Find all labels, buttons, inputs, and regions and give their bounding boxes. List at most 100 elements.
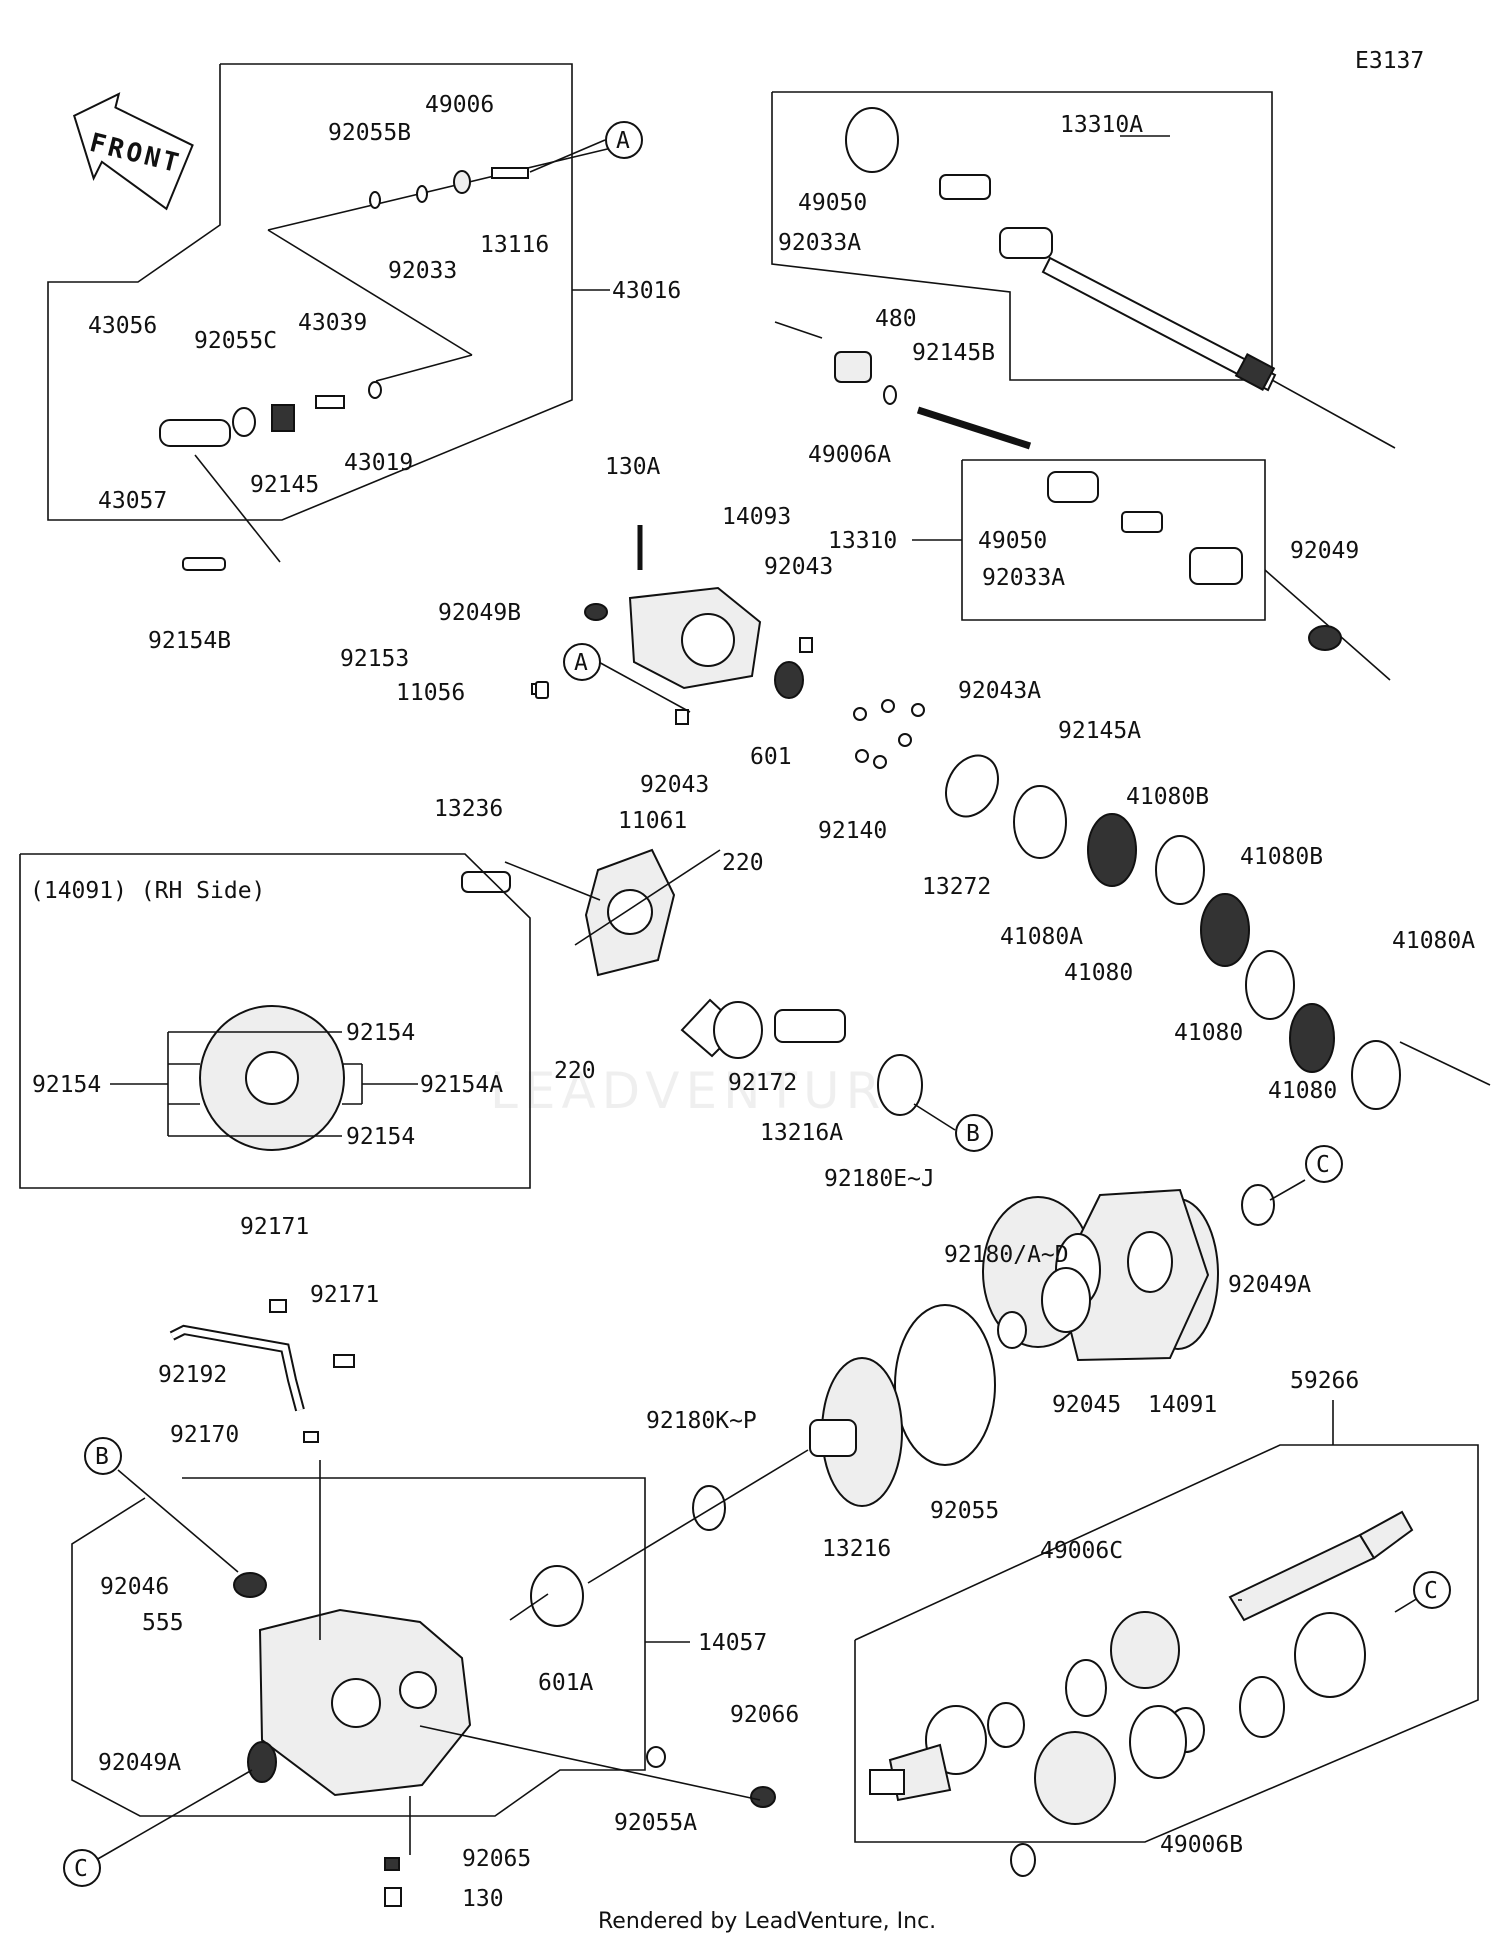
label-92171-upper: 92171 [240,1214,309,1240]
axle-59266-parts [869,1510,1414,1877]
label-41080-third: 41080 [1268,1078,1337,1104]
label-92154B: 92154B [148,628,231,654]
label-14093: 14093 [722,504,791,530]
label-92154-top: 92154 [346,1020,415,1046]
label-92033A-upper: 92033A [778,230,861,256]
label-220-upper: 220 [722,850,764,876]
callout-a-top: A [529,121,643,173]
label-92171-lower: 92171 [310,1282,379,1308]
axle-59266-frame [854,1400,1479,1843]
label-11061: 11061 [618,808,687,834]
label-92170: 92170 [170,1422,239,1448]
watermark-text: LEADVENTURE [490,1062,924,1120]
label-43039: 43039 [298,310,367,336]
label-13310A: 13310A [1060,112,1143,138]
label-92180KP: 92180K~P [646,1408,757,1434]
rh-side-box: (14091) (RH Side) [19,853,531,1189]
label-13236: 13236 [434,796,503,822]
callout-b-lower: B [84,1437,239,1573]
label-92145: 92145 [250,472,319,498]
label-92043-lower: 92043 [640,772,709,798]
label-220-lower: 220 [554,1058,596,1084]
label-92049A-lower: 92049A [98,1750,181,1776]
assembly-43016-parts [159,167,529,571]
label-43019: 43019 [344,450,413,476]
label-49006C: 49006C [1040,1538,1123,1564]
label-41080A-left: 41080A [1000,924,1083,950]
label-92055: 92055 [930,1498,999,1524]
label-43057: 43057 [98,488,167,514]
label-92033: 92033 [388,258,457,284]
cover-11061-pinion [461,848,923,1116]
front-arrow-icon: FRONT [72,92,194,211]
label-49050-lower: 49050 [978,528,1047,554]
label-43016: 43016 [612,278,681,304]
label-92065: 92065 [462,1846,531,1872]
housing-14057-parts [233,1460,776,1907]
callout-c-lower: C [63,1769,253,1887]
svg-text:C: C [74,1856,88,1882]
label-92033A-lower: 92033A [982,565,1065,591]
driveshaft-13310-frame [912,459,1391,681]
label-14057: 14057 [698,1630,767,1656]
diff-case-14091 [894,1179,1306,1466]
label-92154-bottom: 92154 [346,1124,415,1150]
label-49006A: 49006A [808,442,891,468]
svg-text:B: B [95,1444,109,1470]
driveshaft-13310A-frame [771,91,1396,449]
label-92140: 92140 [818,818,887,844]
label-41080B-right: 41080B [1240,844,1323,870]
label-13272: 13272 [922,874,991,900]
callout-b-mid: B [913,1103,993,1152]
label-41080-first: 41080 [1064,960,1133,986]
label-92154A: 92154A [420,1072,503,1098]
label-92145A: 92145A [1058,718,1141,744]
label-41080A-right: 41080A [1392,928,1475,954]
shaft-480-92145B [774,321,1032,450]
clutch-pack [853,699,1491,1110]
label-92043A: 92043A [958,678,1041,704]
label-601A: 601A [538,1670,594,1696]
label-92049: 92049 [1290,538,1359,564]
label-92172: 92172 [728,1070,797,1096]
label-43056: 43056 [88,313,157,339]
diagram-id: E3137 [1355,48,1424,74]
svg-text:B: B [966,1121,980,1147]
label-92055B: 92055B [328,120,411,146]
callout-c-right: C [1394,1571,1451,1613]
label-130A: 130A [605,454,661,480]
label-14091: 14091 [1148,1392,1217,1418]
svg-text:C: C [1316,1152,1330,1178]
label-13216: 13216 [822,1536,891,1562]
driveshaft-13310-parts [1047,471,1342,651]
label-92049A-upper: 92049A [1228,1272,1311,1298]
callout-a-mid: A [563,643,601,681]
label-92066: 92066 [730,1702,799,1728]
label-92192: 92192 [158,1362,227,1388]
label-92145B: 92145B [912,340,995,366]
label-92153: 92153 [340,646,409,672]
footer-credit: Rendered by LeadVenture, Inc. [598,1909,936,1934]
svg-text:C: C [1424,1578,1438,1604]
label-92055A: 92055A [614,1810,697,1836]
label-92055C: 92055C [194,328,277,354]
breather-hose [169,1299,355,1443]
housing-14057-frame [71,1477,690,1817]
label-601: 601 [750,744,792,770]
label-41080B-left: 41080B [1126,784,1209,810]
ring-gear-13216 [587,1357,903,1584]
label-92049B: 92049B [438,600,521,626]
label-92180AD: 92180/A~D [944,1242,1069,1268]
svg-text:A: A [574,650,588,676]
label-92180EJ: 92180E~J [824,1166,935,1192]
label-130: 130 [462,1886,504,1912]
label-49006B: 49006B [1160,1832,1243,1858]
rh-side-box-title: (14091) (RH Side) [30,878,265,904]
label-480: 480 [875,306,917,332]
label-92043-upper: 92043 [764,554,833,580]
label-555: 555 [142,1610,184,1636]
label-92046: 92046 [100,1574,169,1600]
label-11056: 11056 [396,680,465,706]
label-13310: 13310 [828,528,897,554]
